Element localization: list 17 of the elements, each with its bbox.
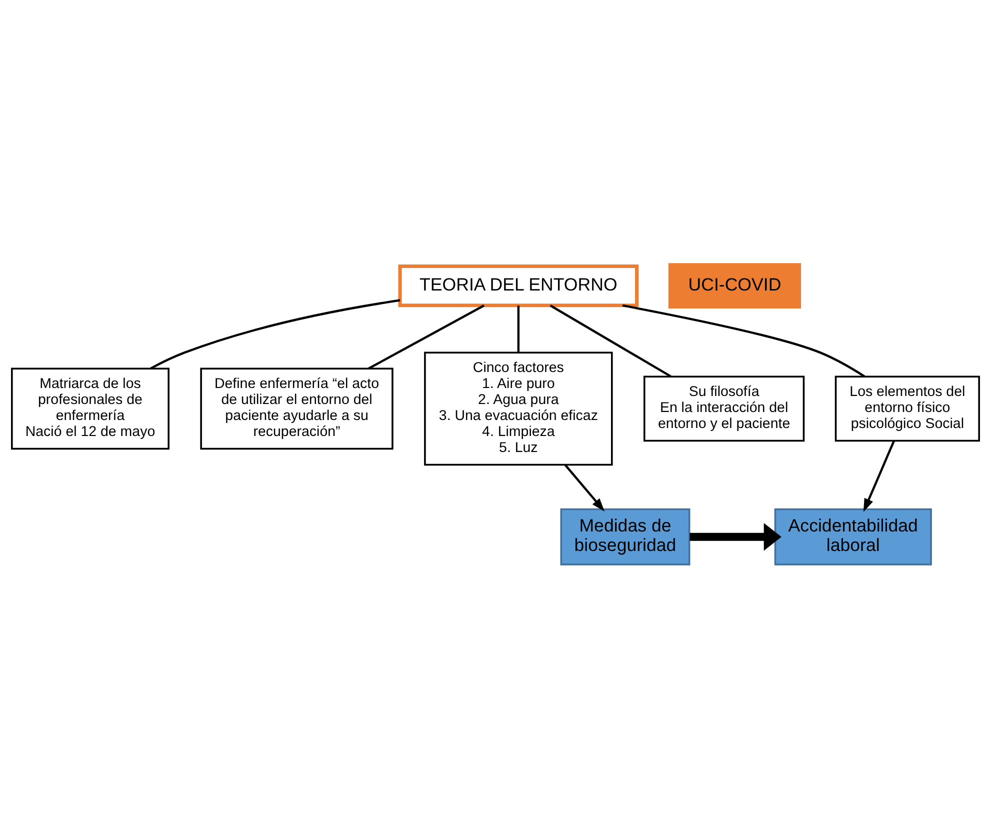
connector — [550, 304, 672, 378]
arrow — [690, 522, 782, 551]
node-box: Matriarca de los profesionales de enfermería Nació el 12 de mayo — [11, 368, 170, 450]
node-box: Medidas de bioseguridad — [560, 508, 690, 566]
node-box: UCI-COVID — [668, 263, 802, 309]
connector — [517, 306, 520, 352]
node-box: Cinco factores 1. Aire puro 2. Agua pura 3. Una evacuación eficaz 4. Limpieza 5. Luz — [424, 352, 613, 466]
connector — [368, 304, 485, 370]
node-box: TEORIA DEL ENTORNO — [398, 264, 639, 308]
node-box: Define enfermería “el acto de utilizar el entorno del paciente ayudarle a su recuperación” — [200, 368, 394, 450]
node-box: Los elementos del entorno físico psicológico Social — [834, 376, 980, 442]
node-box: Su filosofía En la interacción del entorno y el paciente — [644, 376, 805, 442]
connector — [622, 304, 866, 378]
arrow — [564, 464, 605, 512]
node-box: Accidentabilidad laboral — [774, 508, 932, 566]
arrow — [863, 440, 896, 512]
connector — [150, 299, 400, 370]
